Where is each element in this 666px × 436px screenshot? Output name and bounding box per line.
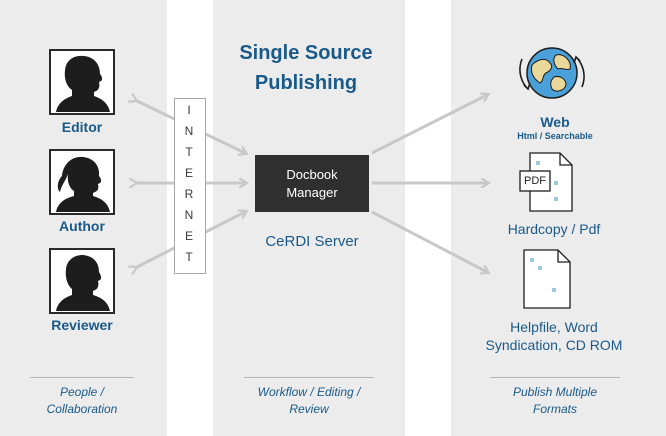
arrow-web	[371, 95, 487, 155]
footer-divider-left	[30, 377, 134, 378]
manager-line-2: Manager	[286, 184, 338, 200]
publish-band	[405, 0, 451, 436]
footer-people-line-1: People /	[59, 385, 105, 399]
docbook-manager-box: Docbook Manager	[255, 155, 369, 212]
footer-workflow: Workflow / Editing / Review	[224, 384, 394, 418]
document-icon	[523, 249, 571, 309]
helpfile-line-2: Syndication, CD ROM	[485, 337, 623, 353]
helpfile-label: Helpfile, Word Syndication, CD ROM	[454, 318, 654, 354]
reviewer-silhouette-icon	[49, 248, 115, 314]
role-reviewer-label: Reviewer	[51, 317, 113, 333]
manager-line-1: Docbook	[286, 166, 338, 182]
hardcopy-label: Hardcopy / Pdf	[507, 221, 601, 237]
role-editor-label: Editor	[61, 119, 103, 135]
internet-letter: T	[185, 145, 195, 159]
footer-people: People / Collaboration	[12, 384, 152, 418]
internet-letter: E	[184, 166, 195, 180]
helpfile-line-1: Helpfile, Word	[510, 319, 598, 335]
footer-divider-right	[490, 377, 620, 378]
web-title: Web	[540, 114, 570, 130]
internet-letter: T	[185, 250, 195, 264]
arrow-helpfile	[371, 210, 487, 272]
internet-letter: E	[184, 229, 195, 243]
pdf-badge-label: PDF	[524, 175, 546, 187]
footer-publish-line-1: Publish Multiple	[512, 385, 598, 399]
footer-people-line-2: Collaboration	[46, 402, 118, 416]
footer-publish-line-2: Formats	[532, 402, 577, 416]
footer-divider-middle	[244, 377, 374, 378]
pdf-document-icon	[519, 152, 573, 212]
role-author-label: Author	[59, 218, 105, 234]
footer-publish: Publish Multiple Formats	[470, 384, 640, 418]
globe-icon	[519, 47, 585, 99]
title-line-1: Single Source	[239, 42, 373, 64]
internet-letter: I	[187, 103, 193, 117]
diagram-title: Single Source Publishing	[206, 38, 406, 98]
footer-workflow-line-2: Review	[289, 402, 329, 416]
internet-letter: R	[184, 187, 196, 201]
server-label: CeRDI Server	[265, 233, 359, 250]
web-subtitle: Html / Searchable	[517, 131, 593, 141]
editor-silhouette-icon	[49, 49, 115, 115]
footer-workflow-line-1: Workflow / Editing /	[257, 385, 361, 399]
title-line-2: Publishing	[254, 72, 358, 94]
internet-letter: N	[184, 124, 196, 138]
internet-letter: N	[184, 208, 196, 222]
author-silhouette-icon	[49, 149, 115, 215]
